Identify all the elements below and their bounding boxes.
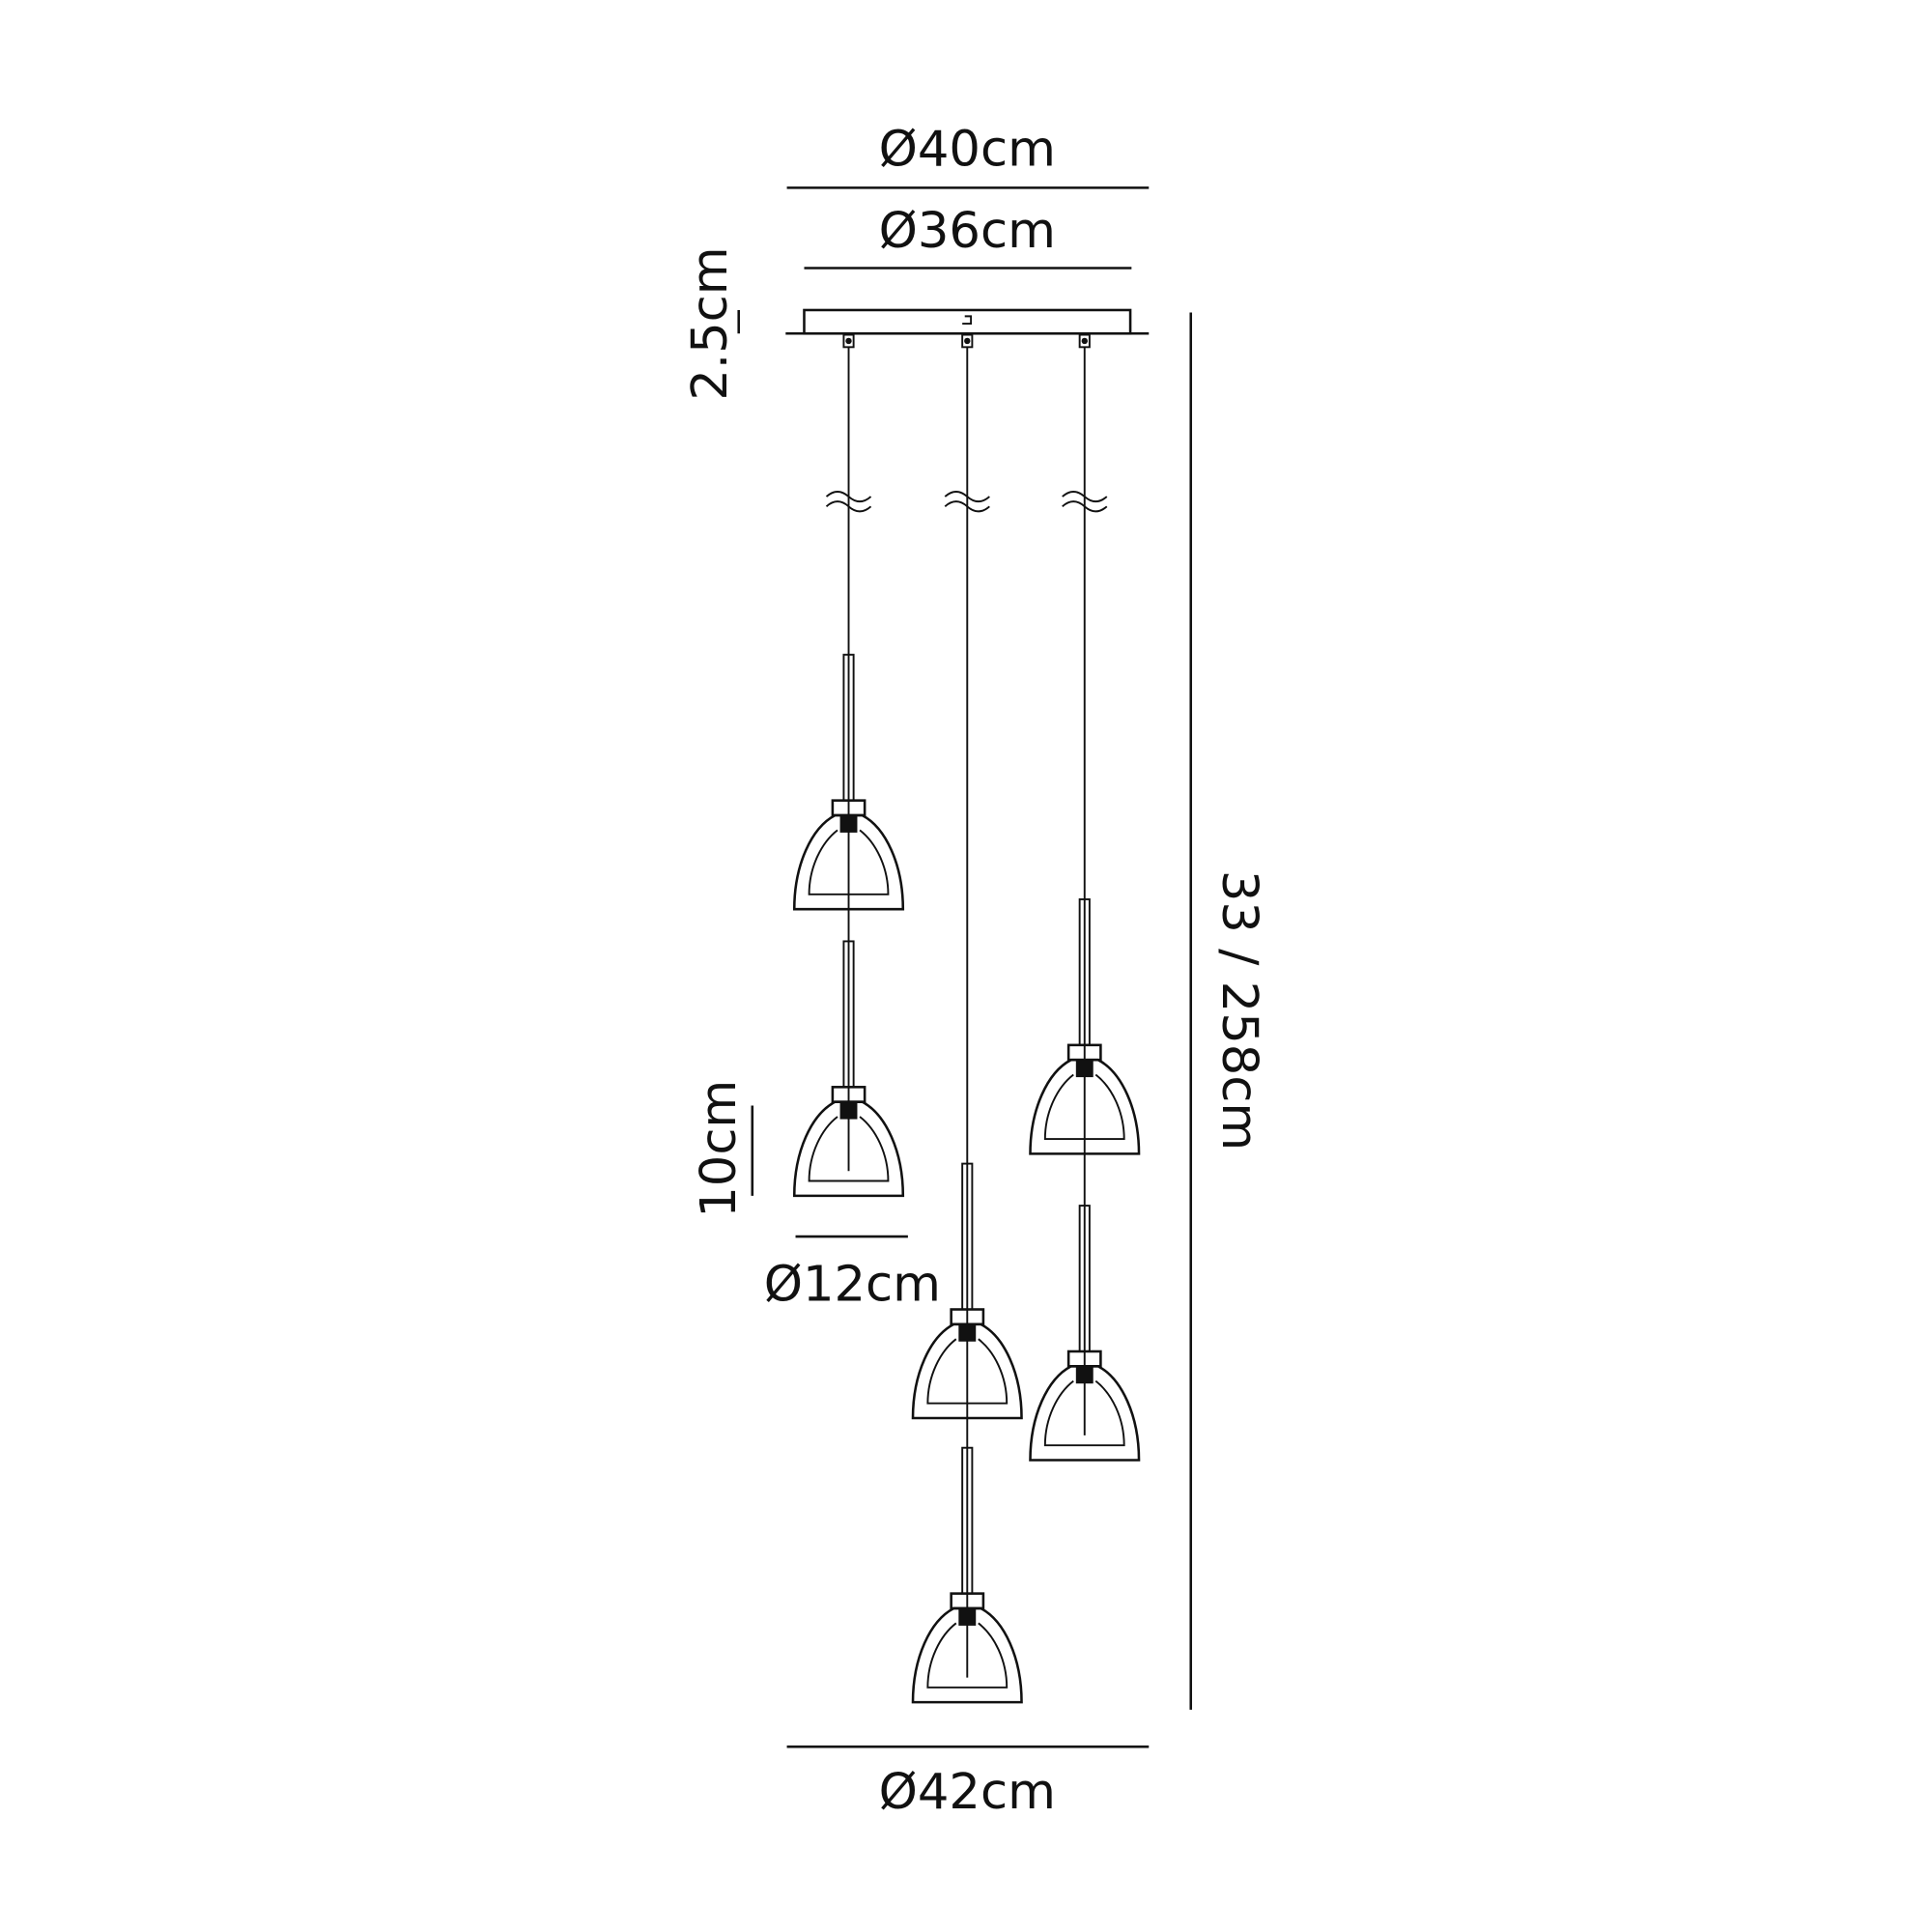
lamp-holder	[839, 814, 858, 833]
shade-inner-line	[808, 829, 890, 895]
cable-anchor-screw	[1081, 337, 1088, 345]
glass-shade	[911, 1322, 1023, 1420]
pendant-group	[792, 333, 1141, 1704]
shade-inner-line	[926, 1622, 1009, 1689]
lamp-holder	[1075, 1060, 1094, 1078]
total-height-label: 33 / 258cm	[1210, 870, 1267, 1151]
overall-diameter-label: Ø42cm	[879, 1764, 1056, 1821]
glass-shade	[911, 1606, 1023, 1704]
shade-diameter-label: Ø12cm	[764, 1257, 941, 1314]
shade-inner-line	[808, 1116, 890, 1182]
canopy-inner-diameter-label: Ø36cm	[879, 203, 1056, 260]
cable-break-symbol	[825, 490, 872, 513]
ceiling-canopy	[785, 308, 1150, 335]
cable-anchor-screw	[964, 337, 971, 345]
cable-anchor-screw	[845, 337, 852, 345]
canopy-height-label: 2.5cm	[682, 246, 739, 400]
cable-break-symbol	[944, 490, 990, 513]
shade-inner-line	[1043, 1379, 1125, 1447]
lamp-holder	[958, 1323, 977, 1342]
glass-shade	[792, 1100, 905, 1198]
glass-shade	[792, 813, 905, 911]
shade-inner-line	[926, 1338, 1009, 1405]
shade-inner-line	[1043, 1073, 1125, 1140]
glass-shade	[1029, 1365, 1141, 1462]
lamp-holder	[958, 1607, 977, 1626]
lamp-holder	[1075, 1366, 1094, 1384]
canopy-outer-diameter-label: Ø40cm	[879, 121, 1056, 178]
glass-shade	[1029, 1058, 1141, 1155]
lamp-holder	[839, 1101, 858, 1120]
cable-break-symbol	[1062, 490, 1108, 513]
shade-height-label: 10cm	[691, 1080, 748, 1218]
